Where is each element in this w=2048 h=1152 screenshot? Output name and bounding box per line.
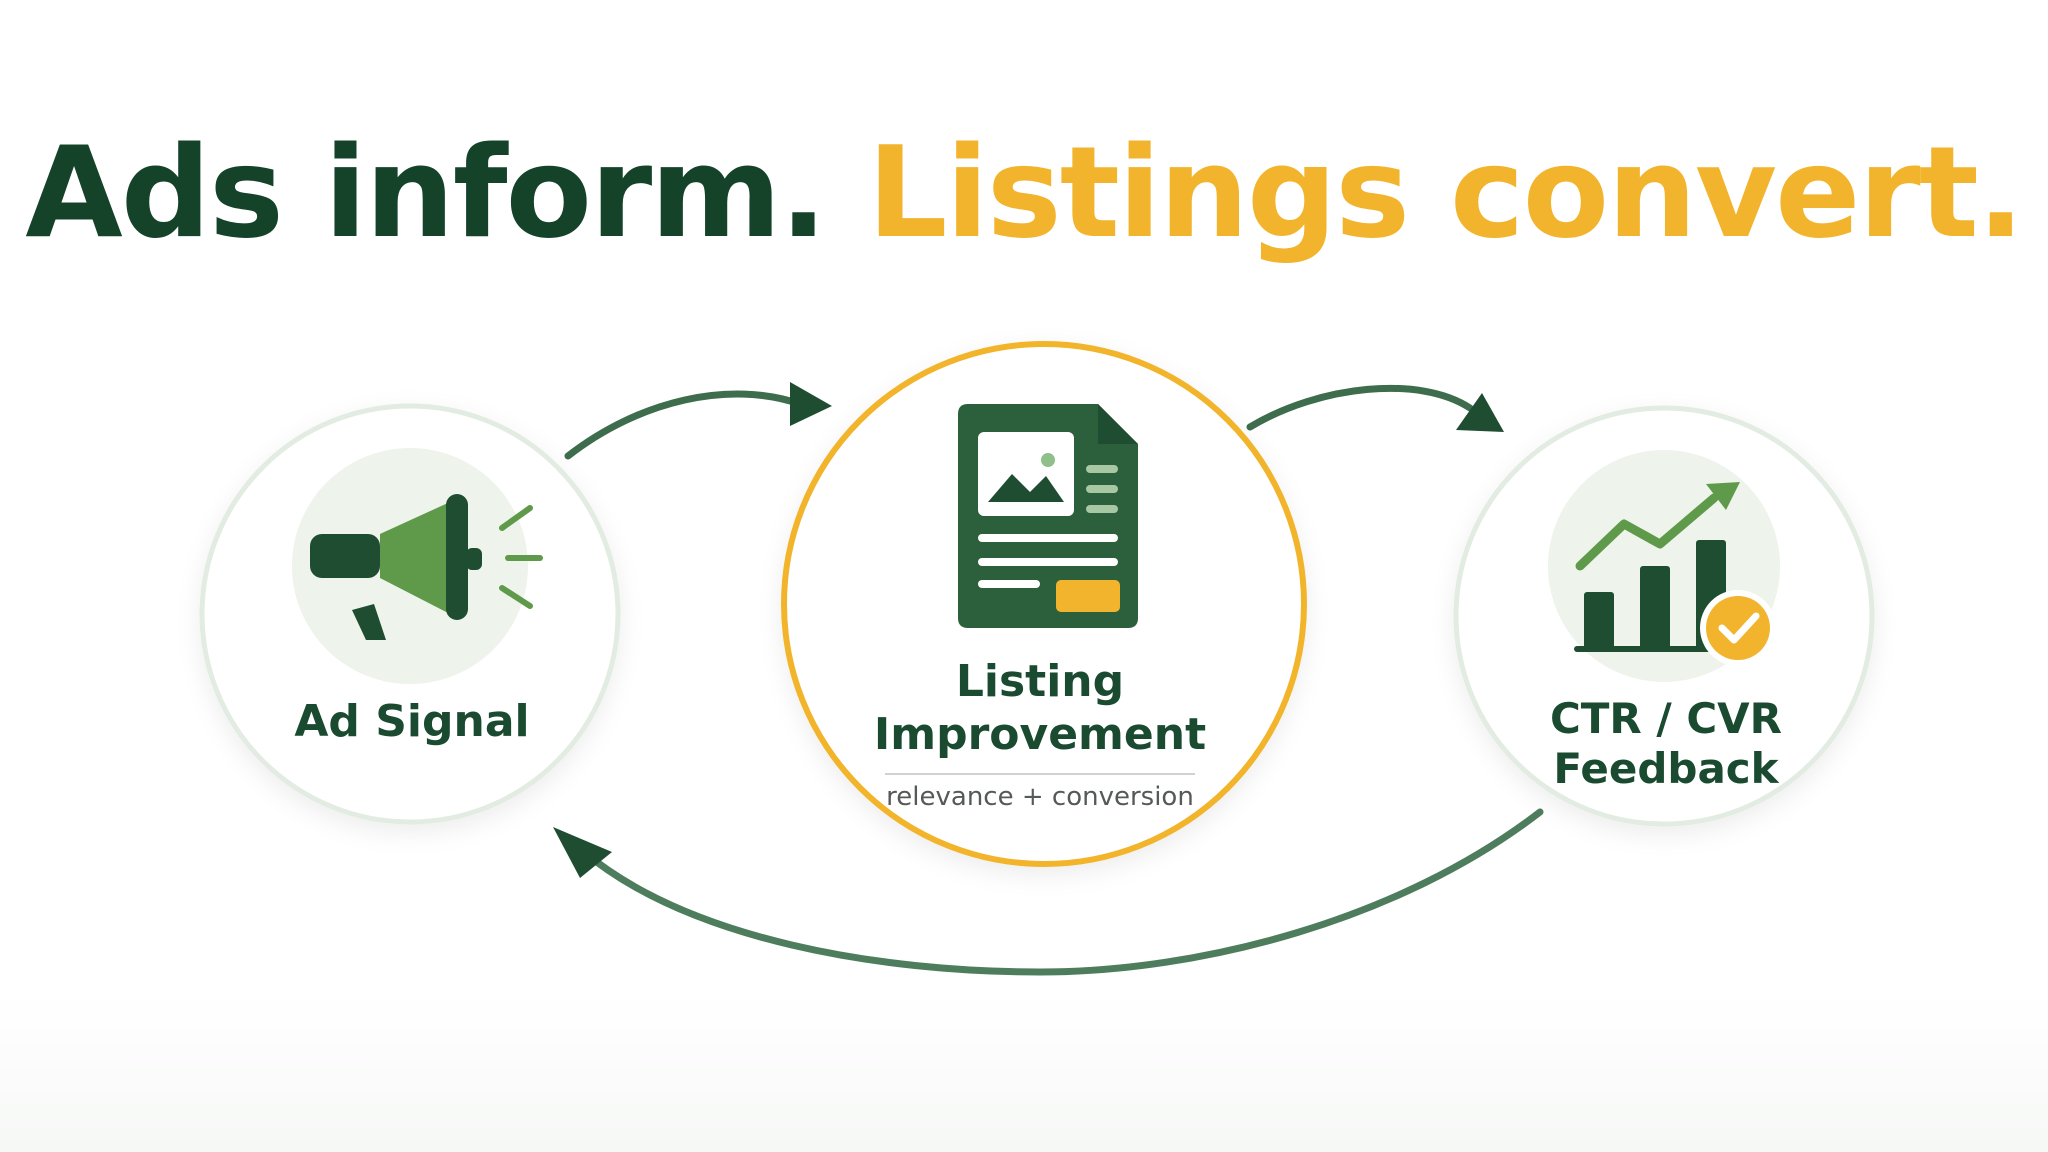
arrow-ctr-to-ad bbox=[553, 808, 1544, 976]
megaphone-icon bbox=[310, 494, 543, 640]
growth-chart-check-icon bbox=[1574, 482, 1776, 666]
ctr-cvr-feedback-label: CTR / CVR Feedback bbox=[1486, 694, 1846, 795]
headline-part-ads: Ads inform. bbox=[25, 119, 827, 266]
node-ad-signal bbox=[199, 403, 621, 825]
listing-improvement-label: Listing Improvement bbox=[840, 656, 1240, 762]
node-ctr-cvr-feedback bbox=[1453, 405, 1875, 827]
listing-improvement-label-line-1: Listing bbox=[955, 656, 1125, 707]
listing-improvement-sublabel: relevance + conversion bbox=[886, 782, 1194, 812]
document-listing-icon bbox=[958, 404, 1138, 628]
listing-improvement-label-line-2: Improvement bbox=[873, 708, 1207, 760]
arrow-ad-to-listing bbox=[564, 382, 832, 460]
arrow-listing-to-ctr bbox=[1246, 384, 1504, 432]
headline-part-listings: Listings convert. bbox=[867, 119, 2024, 266]
ctr-cvr-feedback-label-line-2: Feedback bbox=[1553, 744, 1779, 794]
headline: Ads inform. Listings convert. bbox=[0, 130, 2048, 256]
ctr-cvr-feedback-label-line-1: CTR / CVR bbox=[1549, 694, 1783, 743]
listing-sublabel-divider bbox=[885, 773, 1195, 775]
ad-signal-label: Ad Signal bbox=[294, 696, 530, 747]
node-listing-improvement bbox=[781, 341, 1307, 867]
